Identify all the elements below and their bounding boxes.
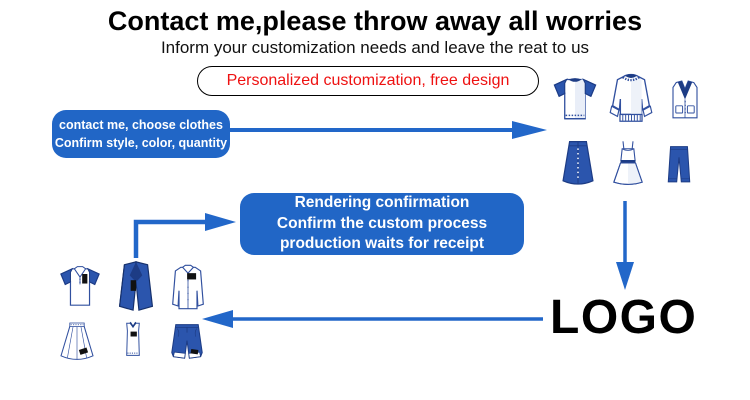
blue-shorts-icon [156, 319, 218, 367]
tank-top-icon [112, 315, 154, 365]
step2-rendering-box: Rendering confirmation Confirm the custo… [240, 193, 524, 255]
dress-icon [603, 130, 653, 196]
arrow-left-icon [202, 310, 543, 328]
customization-badge: Personalized customization, free design [197, 66, 539, 96]
sweater-icon [602, 68, 660, 130]
vest-icon [661, 74, 709, 128]
tshirt-icon [546, 72, 604, 128]
dress-shirt-icon [160, 261, 216, 315]
step2-line3: production waits for receipt [279, 235, 485, 253]
arrow-down-icon [616, 201, 634, 290]
page-subtitle: Inform your customization needs and leav… [160, 38, 590, 57]
arrow-right-icon [230, 121, 547, 139]
blazer-icon [106, 257, 166, 315]
page-title: Contact me,please throw away all worries [107, 6, 643, 36]
arrow-elbow-right-icon [133, 213, 236, 258]
step1-line1: contact me, choose clothes [59, 117, 223, 132]
white-skirt-icon [46, 319, 108, 367]
customization-badge-label: Personalized customization, free design [226, 72, 510, 89]
step1-contact-box: contact me, choose clothes Confirm style… [52, 110, 230, 158]
step1-line2: Confirm style, color, quantity [54, 136, 228, 150]
step2-line2: Confirm the custom process [276, 214, 488, 232]
polo-shirt-icon [50, 261, 110, 313]
blue-skirt-icon [550, 133, 606, 195]
logo-text: LOGO [550, 291, 698, 344]
blue-pants-icon [656, 133, 702, 197]
step2-line1: Rendering confirmation [294, 194, 470, 212]
